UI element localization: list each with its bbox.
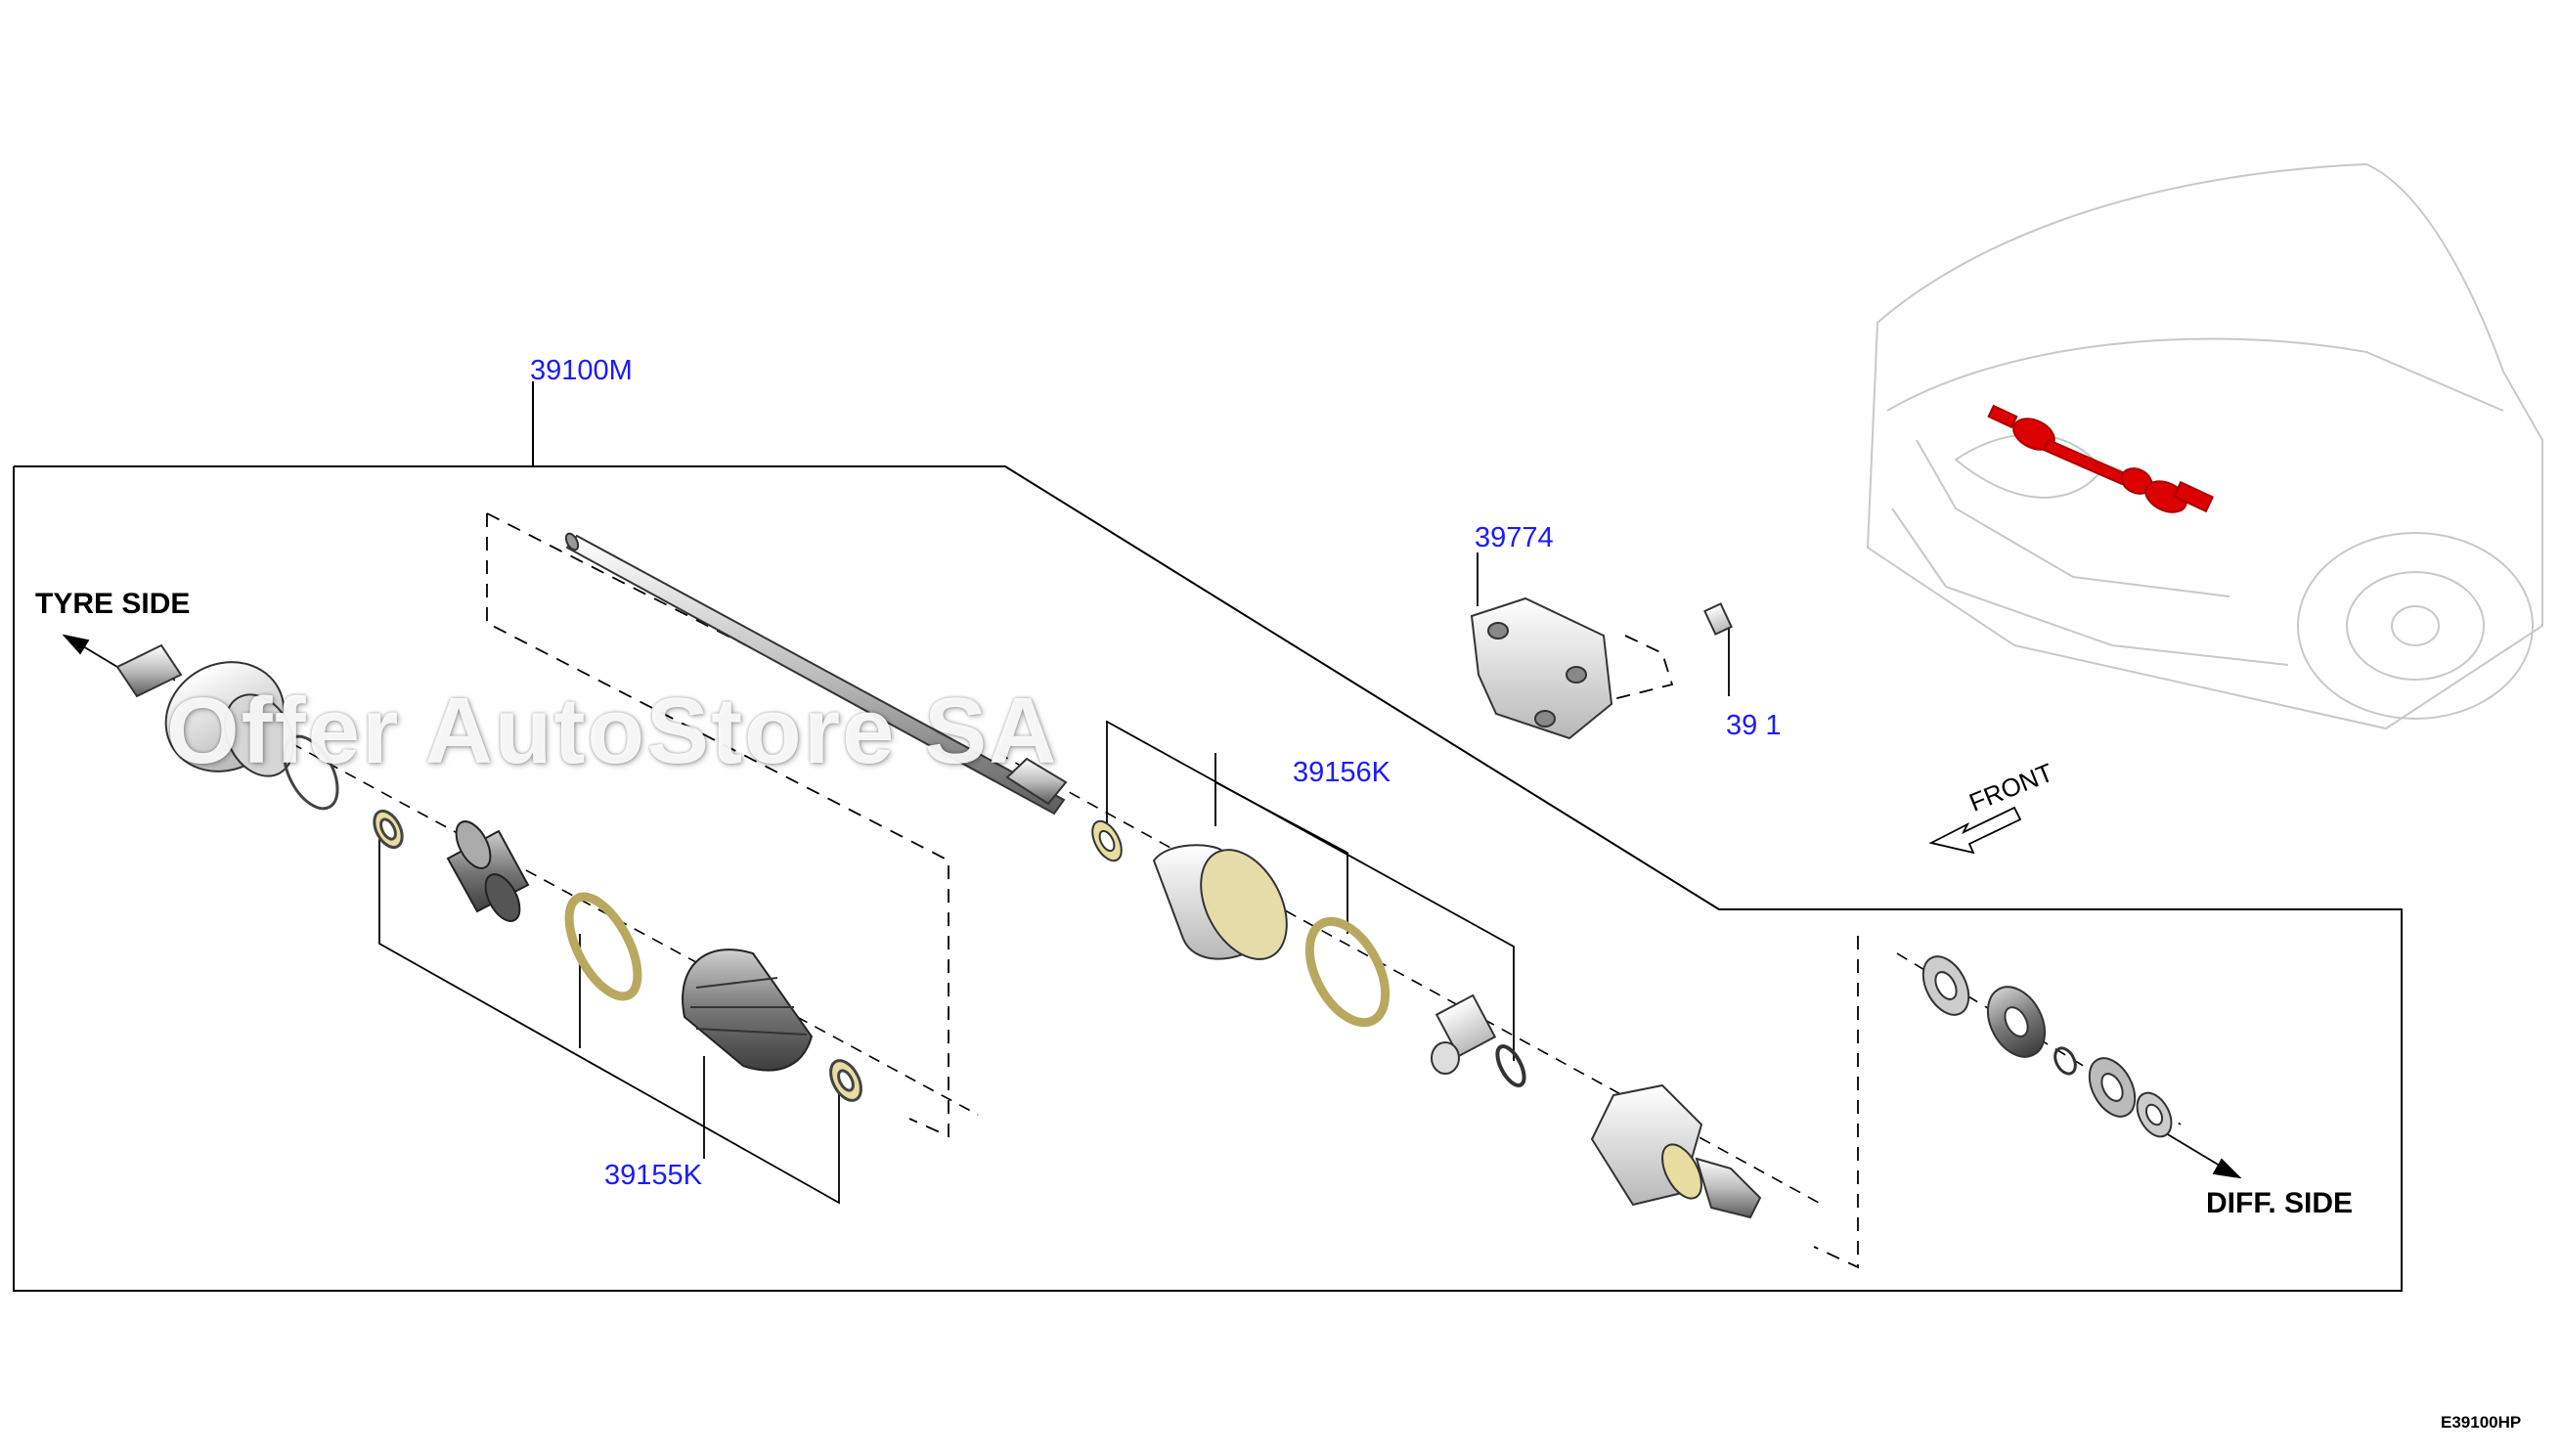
dashed-boxes xyxy=(486,512,1859,1269)
part-label-39774[interactable]: 39774 xyxy=(1475,522,1554,553)
outer-boot xyxy=(682,949,814,1072)
watermark: Offer AutoStore SA xyxy=(166,679,1059,783)
front-arrow xyxy=(1928,806,2022,855)
vehicle-shaft-highlight xyxy=(1987,404,2215,513)
leader-lines xyxy=(378,552,1730,1205)
inner-boot-assembly xyxy=(1091,819,1391,1028)
assembly-frame xyxy=(13,381,2403,1292)
inner-housing xyxy=(1590,1083,1762,1219)
part-label-39100m[interactable]: 39100M xyxy=(530,355,633,386)
tyre-side-label: TYRE SIDE xyxy=(35,588,191,620)
vehicle-sketch xyxy=(1866,162,2543,730)
diff-side-label: DIFF. SIDE xyxy=(2206,1187,2354,1219)
part-label-partial[interactable]: 39 1 xyxy=(1726,710,1782,741)
part-label-39155k[interactable]: 39155K xyxy=(604,1160,702,1191)
diagram-code: E39100HP xyxy=(2441,1413,2522,1432)
support-bracket xyxy=(1470,596,1733,740)
diff-side-bearings xyxy=(1921,955,2173,1138)
drive-shaft xyxy=(564,532,1068,816)
shaft-damper xyxy=(446,820,530,922)
tripod-joint xyxy=(1431,993,1526,1087)
boot-rings-left xyxy=(283,734,862,1102)
outer-cv-joint xyxy=(115,643,295,777)
part-label-39156k[interactable]: 39156K xyxy=(1293,757,1391,788)
